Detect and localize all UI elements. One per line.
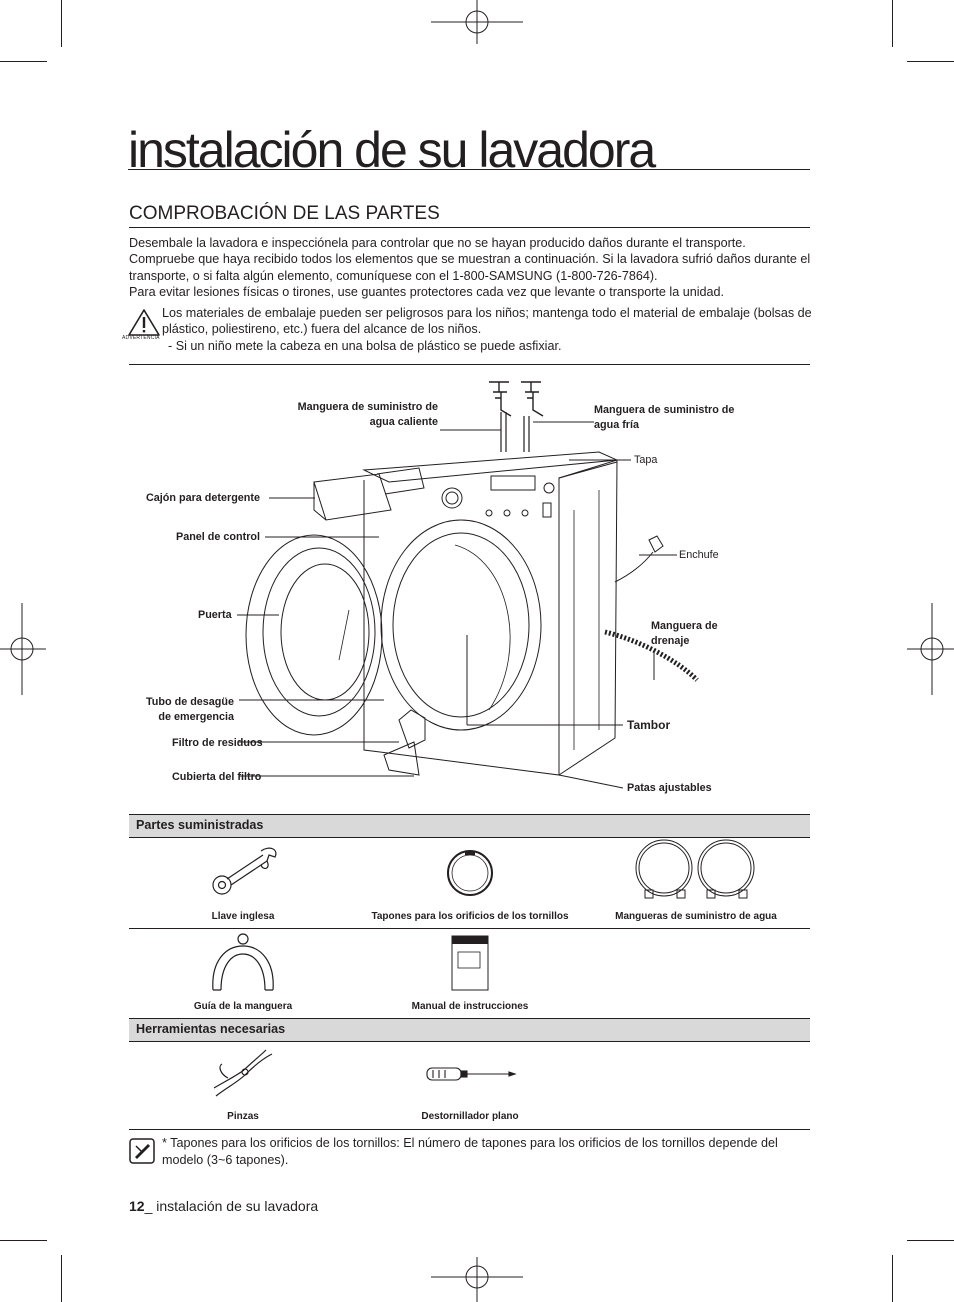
label-hot-hose: Manguera de suministro de agua caliente	[297, 401, 438, 428]
intro-paragraph: Desembale la lavadora e inspecciónela pa…	[129, 236, 811, 283]
note-text: * Tapones para los orificios de los torn…	[162, 1136, 778, 1167]
title-rule	[128, 169, 810, 170]
warning-paragraph: Los materiales de embalaje pueden ser pe…	[162, 306, 812, 337]
label-door: Puerta	[198, 609, 232, 621]
caption-screwdriver: Destornillador plano	[421, 1111, 519, 1122]
caption-manual: Manual de instrucciones	[411, 1001, 529, 1012]
intro-text: Desembale la lavadora e inspecciónela pa…	[129, 235, 814, 300]
label-top: Tapa	[634, 454, 658, 466]
manual-icon	[451, 935, 489, 991]
warning-icon	[128, 309, 160, 336]
wrench-icon	[212, 847, 277, 895]
page-number: 12	[129, 1198, 145, 1214]
tools-bottom-rule	[129, 1129, 810, 1130]
caption-hose-guide: Guía de la manguera	[193, 1001, 293, 1012]
registration-mark-left	[0, 603, 46, 695]
warning-bullet: - Si un niño mete la cabeza en una bolsa…	[168, 338, 562, 353]
hose-guide-icon	[212, 933, 274, 991]
screw-cap-icon	[447, 850, 493, 896]
label-drum: Tambor	[627, 718, 671, 732]
caption-wrench: Llave inglesa	[211, 911, 275, 922]
caption-pliers: Pinzas	[227, 1111, 259, 1122]
parts-row-rule	[129, 928, 810, 929]
supplied-parts-header: Partes suministradas	[129, 814, 810, 838]
water-hoses-icon	[635, 839, 755, 899]
warning-icon-label: ADVERTENCIA	[122, 335, 160, 341]
washer-diagram	[237, 381, 699, 789]
label-leveling-feet: Patas ajustables	[627, 782, 712, 794]
page-footer: 12_ instalación de su lavadora	[129, 1198, 318, 1214]
pliers-icon	[213, 1049, 273, 1097]
registration-mark-top	[431, 0, 523, 44]
caption-screw-caps: Tapones para los orificios de los tornil…	[371, 911, 569, 922]
supplied-parts-heading: Partes suministradas	[136, 818, 264, 832]
label-emergency-drain: Tubo de desagüe de emergencia	[146, 696, 234, 723]
note-icon	[129, 1138, 155, 1164]
registration-mark-bottom	[431, 1257, 523, 1302]
section-rule	[129, 227, 810, 228]
label-drain-hose: Manguera de drenaje	[651, 620, 718, 647]
label-control-panel: Panel de control	[176, 531, 260, 543]
section-title: COMPROBACIÓN DE LAS PARTES	[129, 203, 440, 224]
page-title: instalación de su lavadora	[128, 122, 656, 178]
label-plug: Enchufe	[679, 549, 719, 561]
tools-heading: Herramientas necesarias	[136, 1022, 286, 1036]
label-filter-cover: Cubierta del filtro	[172, 771, 262, 783]
label-cold-hose: Manguera de suministro de agua fría	[594, 404, 735, 431]
diagram-top-rule	[129, 364, 810, 365]
registration-mark-right	[907, 603, 954, 695]
label-debris-filter: Filtro de residuos	[172, 737, 263, 749]
warning-text: Los materiales de embalaje pueden ser pe…	[162, 305, 812, 354]
tools-header: Herramientas necesarias	[129, 1018, 810, 1042]
screwdriver-icon	[426, 1067, 517, 1081]
label-detergent-drawer: Cajón para detergente	[146, 492, 260, 504]
footer-text: _ instalación de su lavadora	[144, 1198, 319, 1214]
intro-paragraph: Para evitar lesiones físicas o tirones, …	[129, 284, 725, 299]
caption-water-hoses: Mangueras de suministro de agua	[615, 911, 777, 922]
